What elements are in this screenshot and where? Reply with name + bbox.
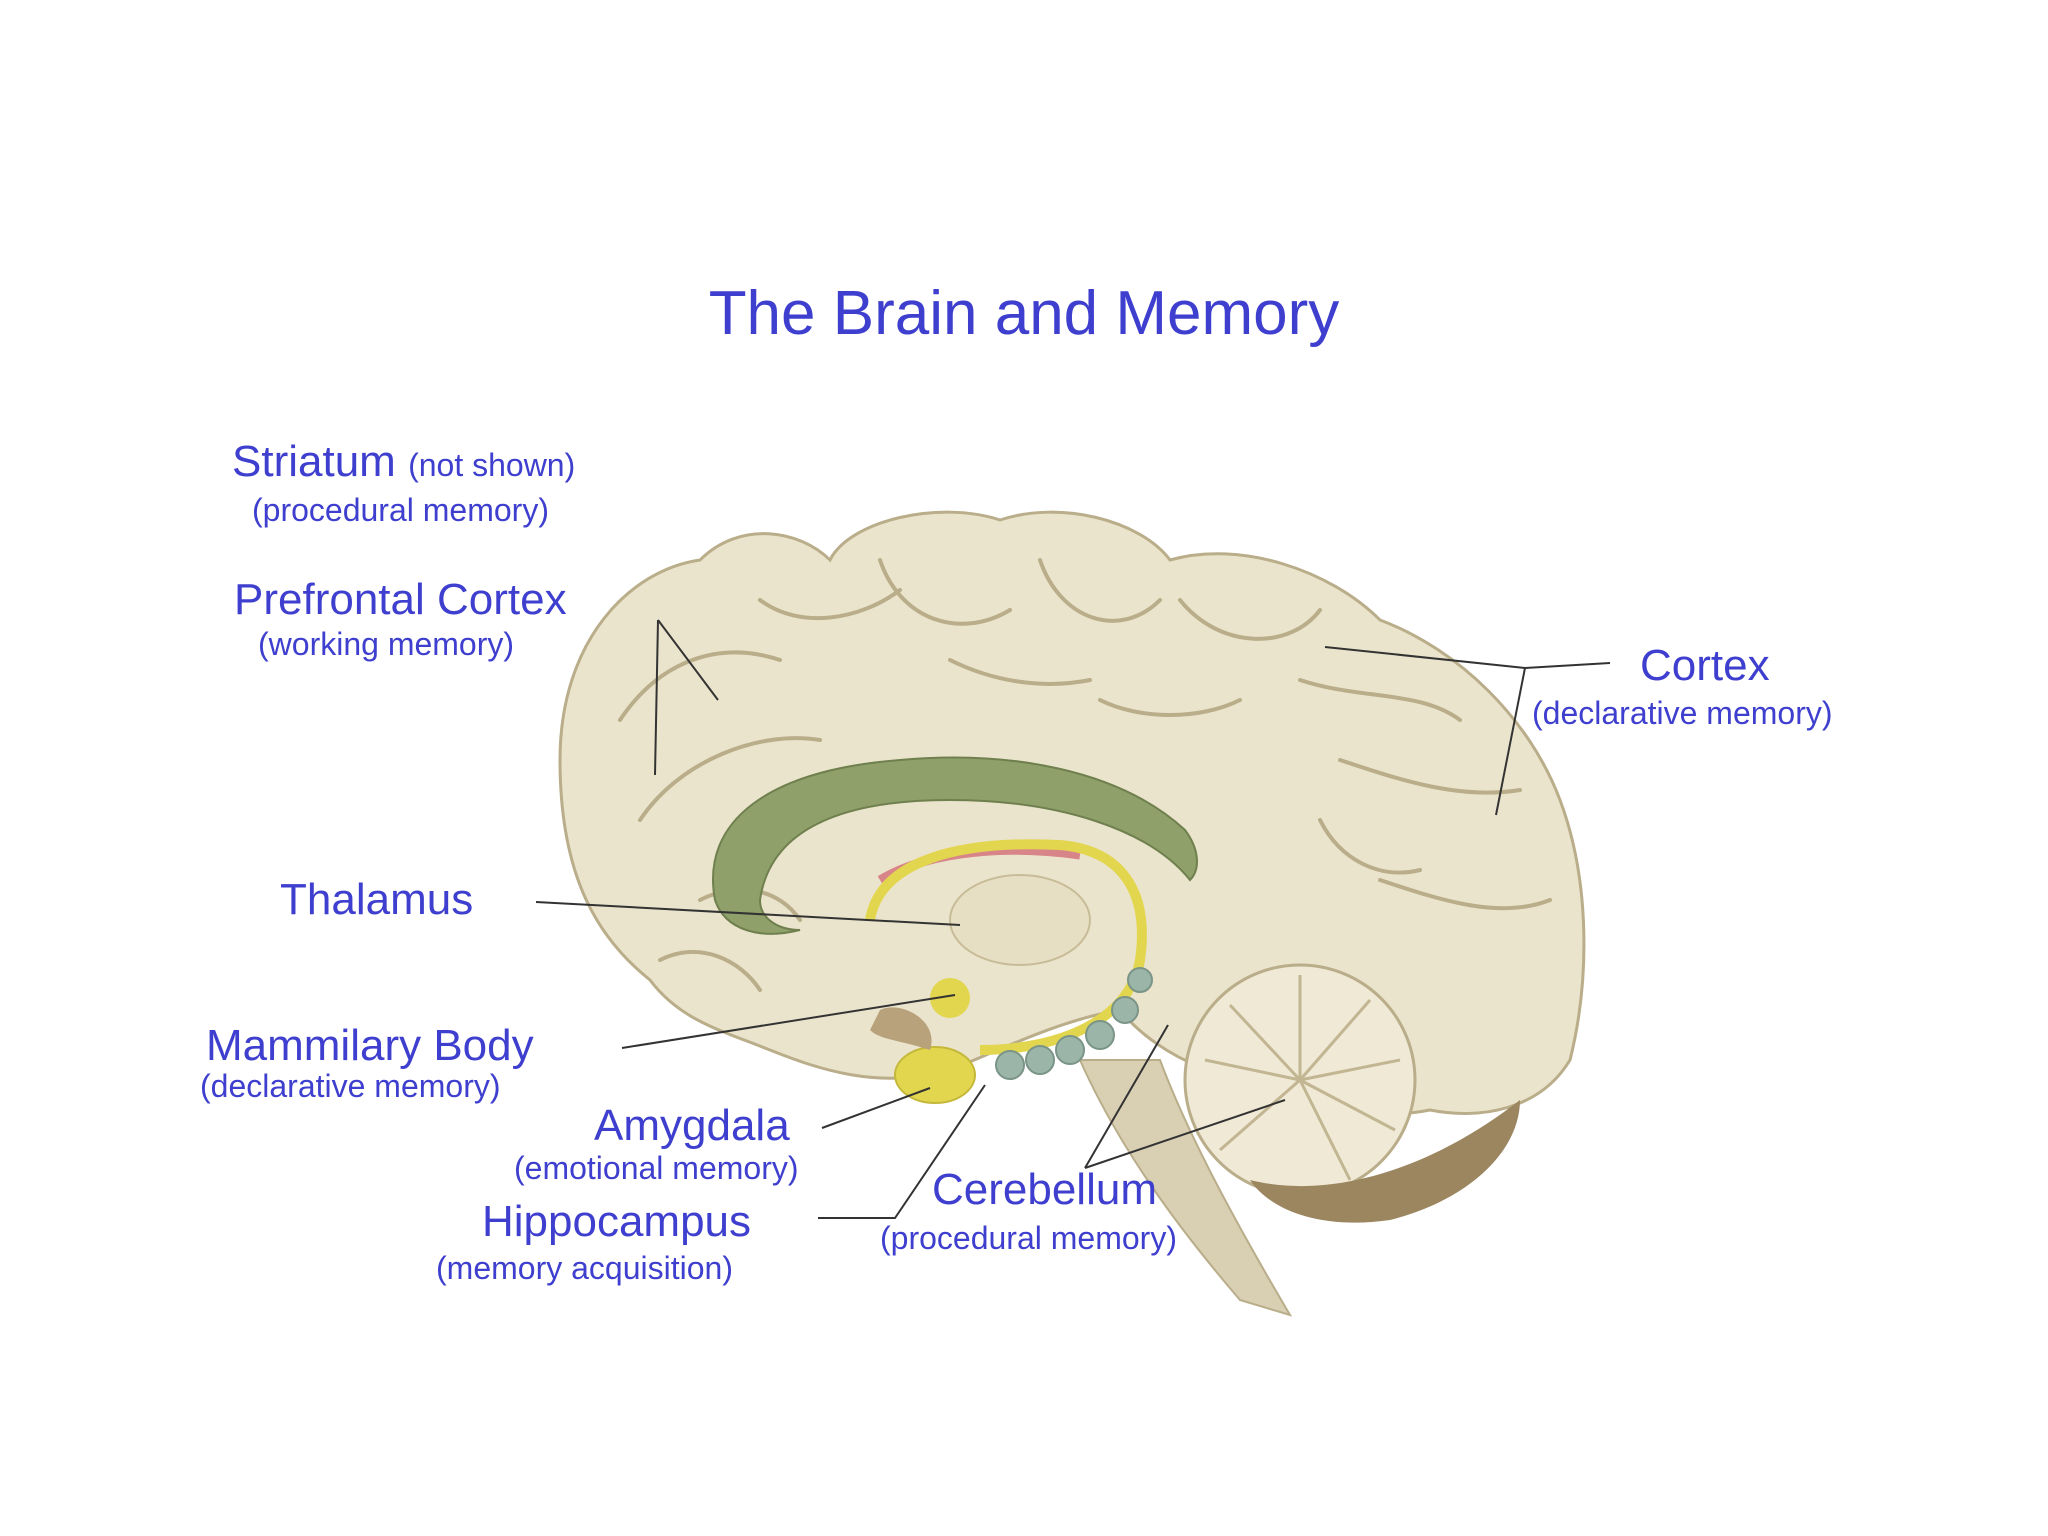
prefrontal-memory: (working memory): [258, 626, 515, 662]
thalamus-region: [949, 874, 1091, 966]
label-thalamus: Thalamus: [280, 875, 474, 924]
cerebellum-folia: [1204, 975, 1401, 1181]
striatum-name: Striatum: [232, 437, 396, 486]
diagram-title: The Brain and Memory: [708, 279, 1340, 348]
label-mammilary-body: Mammilary Body: [206, 1021, 534, 1070]
fornix: [865, 839, 1147, 1055]
striatum-note: (not shown): [408, 447, 576, 483]
hippocampus-memory: (memory acquisition): [436, 1250, 733, 1286]
gyri-folds: [618, 558, 1552, 992]
label-cerebellum: Cerebellum: [932, 1165, 1157, 1214]
cortex-memory: (declarative memory): [1532, 695, 1833, 731]
label-hippocampus: Hippocampus: [482, 1197, 752, 1246]
label-amygdala: Amygdala: [594, 1101, 790, 1150]
amygdala-memory: (emotional memory): [514, 1150, 799, 1186]
cerebellum-base-shade: [1250, 1100, 1520, 1223]
amygdala-shape: [894, 1046, 976, 1104]
label-cortex: Cortex: [1640, 641, 1770, 690]
cerebellum-memory: (procedural memory): [880, 1220, 1177, 1256]
corpus-callosum: [712, 756, 1198, 935]
brainstem: [1078, 1059, 1293, 1317]
label-prefrontal-cortex: Prefrontal Cortex: [234, 575, 567, 624]
mammilary-memory: (declarative memory): [200, 1068, 501, 1104]
label-striatum: Striatum (not shown): [232, 440, 575, 484]
pointer-lines: [535, 619, 1611, 1219]
mammillary-body-shape: [930, 978, 970, 1018]
striatum-memory: (procedural memory): [252, 492, 549, 528]
hippocampus-shape: [995, 967, 1153, 1080]
temporal-lobe-shade: [870, 1007, 932, 1050]
